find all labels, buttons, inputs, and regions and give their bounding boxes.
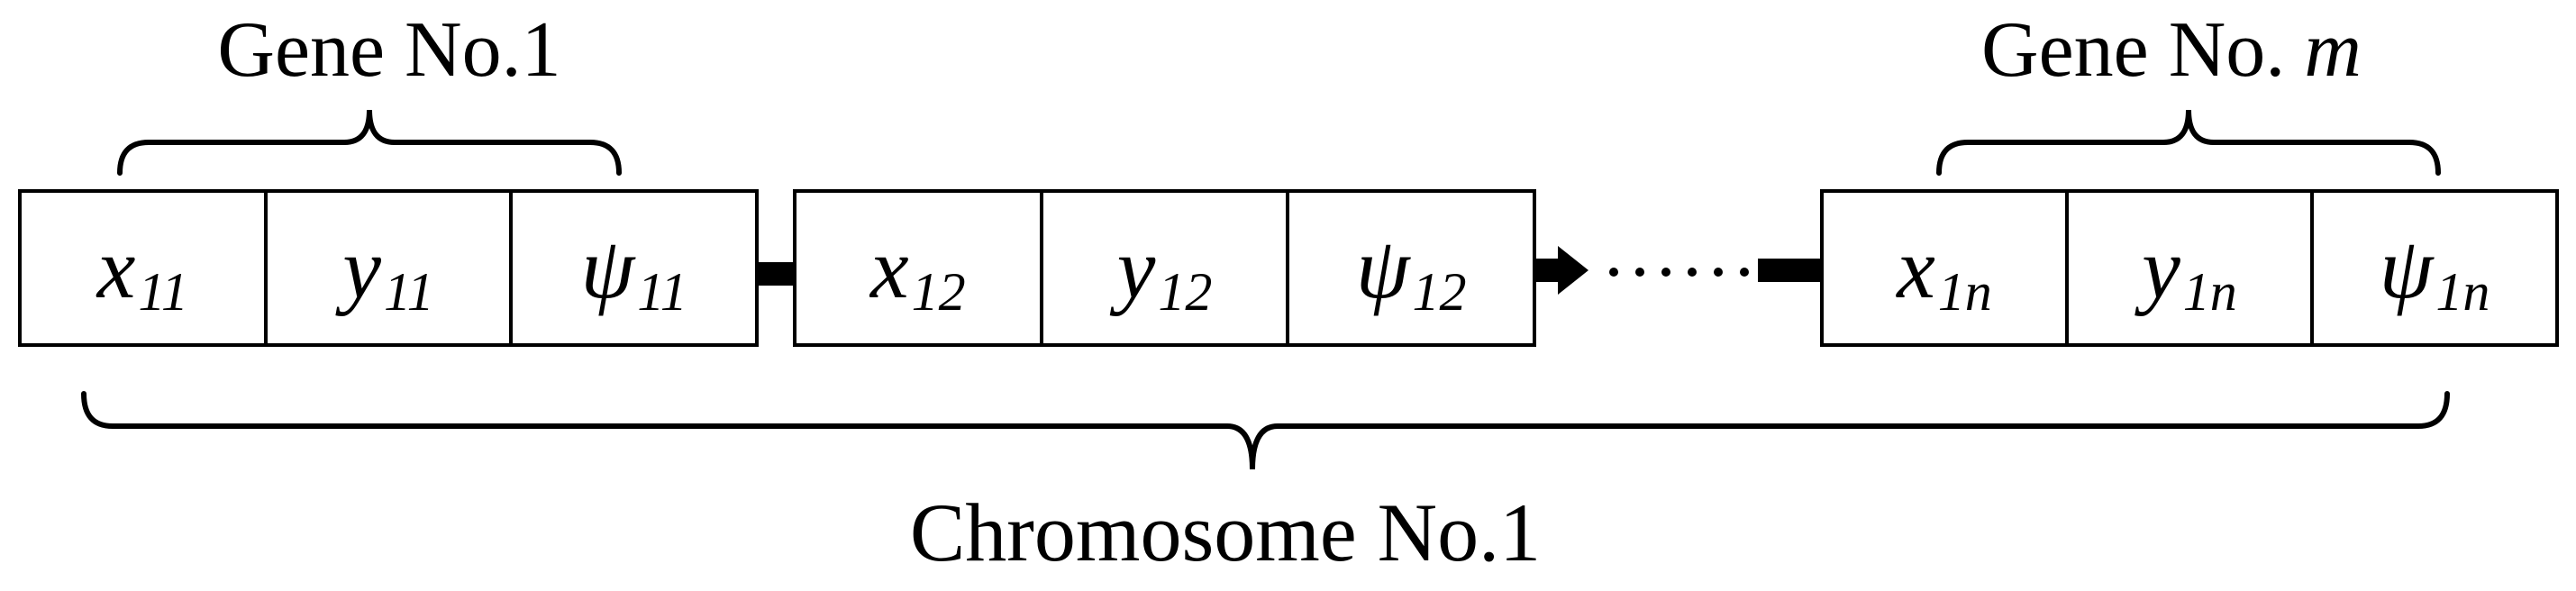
cell-subscript: 12 (1412, 261, 1467, 322)
gene-m-label-variable: m (2304, 6, 2362, 94)
chromosome-brace (81, 391, 2450, 470)
cell-subscript: 11 (637, 261, 687, 322)
gene-1-brace (117, 109, 622, 176)
cell-subscript: 11 (138, 261, 188, 322)
cell-subscript: 1n (2182, 261, 2237, 322)
cell-symbol: y (342, 219, 382, 316)
gene-m-label: Gene No.m (1856, 11, 2487, 90)
ellipsis-dots-icon (1609, 268, 1749, 277)
cell-symbol: ψ (580, 219, 635, 316)
cell-symbol: x (870, 219, 909, 316)
cell-symbol: x (1897, 219, 1935, 316)
gene-m-brace (1936, 109, 2441, 176)
cell-subscript: 12 (1158, 261, 1213, 322)
cell-symbol: ψ (2379, 219, 2434, 316)
gene-1-label: Gene No.1 (217, 6, 561, 94)
cell-subscript: 12 (911, 261, 966, 322)
cell-subscript: 1n (1937, 261, 1992, 322)
cell-symbol: y (1116, 219, 1156, 316)
cell-symbol: ψ (1355, 219, 1410, 316)
gene-m-label-prefix: Gene No. (1981, 6, 2286, 94)
cell-symbol: x (96, 219, 136, 316)
cell-subscript: 11 (384, 261, 434, 322)
cell-subscript: 1n (2435, 261, 2490, 322)
cell-symbol: y (2142, 219, 2180, 316)
chromosome-label: Chromosome No.1 (909, 486, 1542, 578)
